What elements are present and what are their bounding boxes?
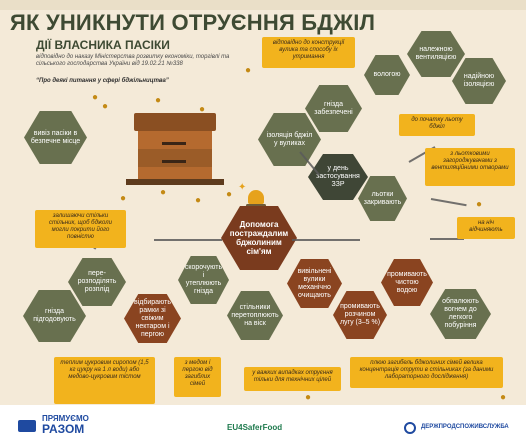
hex-isolation: ізоляція бджіл у вуликах <box>258 113 321 166</box>
note-syrup: теплим цукровим сиропом (1,5 кг цукру на… <box>54 357 155 404</box>
top-band <box>0 0 526 10</box>
note-honey: з медом і пергою від загиблих сімей <box>174 357 221 397</box>
note-text: з медом і пергою від загиблих сімей <box>182 360 213 387</box>
bee-icon: ● <box>226 189 233 200</box>
brand-razom-big: РАЗОМ <box>42 422 85 436</box>
bee-icon: ● <box>102 101 109 112</box>
note-text: плюю загибель бджолиних сімей велика кон… <box>359 360 494 380</box>
bee-icon: ● <box>120 193 127 204</box>
hex-label: гнізда забезпечені <box>314 100 353 116</box>
siren-icon <box>248 190 264 204</box>
bee-icon: ● <box>195 195 202 206</box>
page-subtitle: ДІЇ ВЛАСНИКА ПАСІКИ <box>36 38 170 52</box>
brand-derzhprodspozhyvsluzhba: ДЕРЖПРОДСПОЖИВСЛУЖБА <box>421 424 509 430</box>
note-combs: залишаючи стільки стільник, щоб бджоли м… <box>35 210 126 248</box>
hex-remove: вивіз пасіки в безпечне місце <box>24 111 87 164</box>
connector-line <box>154 239 222 241</box>
bee-icon: ● <box>500 392 507 403</box>
note-after-night: на ніч відчиняють <box>457 217 515 239</box>
hex-label: льотки закривають <box>363 190 402 206</box>
hex-burn: обпалюють вогнем до легкого побуріння <box>430 289 491 339</box>
connector-line <box>430 238 464 240</box>
connector-line <box>430 198 467 207</box>
note-technical: у важких випадках отруєння тільки для те… <box>244 367 341 391</box>
brand-razom: ПРЯМУЄМО РАЗОМ <box>42 414 89 435</box>
note-text: до початку льоту бджіл <box>411 117 463 130</box>
hex-moisture: вологою <box>364 55 410 95</box>
note-text: теплим цукровим сиропом (1,5 кг цукру на… <box>60 360 149 380</box>
gov-logo-icon <box>404 422 416 434</box>
hex-relocate: пере-розподілять розплід <box>68 258 126 306</box>
hex-day: у день застосування ЗЗР <box>308 154 368 200</box>
hex-nests: гнізда забезпечені <box>305 85 362 132</box>
note-text: у важких випадках отруєння тільки для те… <box>252 370 333 383</box>
bee-icon: ● <box>305 392 312 403</box>
hex-label: промивають чистою водою <box>387 270 427 294</box>
hex-label: у день застосування ЗЗР <box>316 165 360 188</box>
hex-label: відбирають рамки зі свіжим нектаром і пе… <box>133 298 171 338</box>
hex-label: надійною ізоляцією <box>463 73 495 88</box>
hex-label: ізоляція бджіл у вуликах <box>266 131 313 147</box>
note-text: на ніч відчиняють <box>469 220 503 233</box>
hex-frames: відбирають рамки зі свіжим нектаром і пе… <box>124 294 181 343</box>
source-title: “Про деякі питання у сфері бджільництва” <box>36 78 169 84</box>
hex-label: вологою <box>373 71 401 78</box>
note-nets: з льотковими загороджувачами з вентиляці… <box>425 148 515 186</box>
hex-remelt: стільники перетоплюють на віск <box>227 291 283 340</box>
hex-label: Допомога постраждалим бджолиним сім'ям <box>229 220 289 256</box>
note-text: відповідно до конструкції вулика та спос… <box>272 40 345 60</box>
note-text: з льотковими загороджувачами з вентиляці… <box>431 151 509 171</box>
hex-ventilation: належною вентиляцією <box>407 31 465 77</box>
hex-water: промивають чистою водою <box>381 259 433 306</box>
hex-label: вивільнені вулики механічно очищають <box>297 267 332 299</box>
page-title: ЯК УНИКНУТИ ОТРУЄННЯ БДЖІЛ <box>10 10 376 35</box>
hex-flush: промивають розчином лугу (3–5 %) <box>333 291 387 339</box>
hex-reliable: надійною ізоляцією <box>452 58 506 104</box>
bee-icon: ● <box>160 187 167 198</box>
hex-close: льотки закривають <box>358 176 407 221</box>
hex-label: промивають розчином лугу (3–5 %) <box>339 303 381 326</box>
hex-help: Допомога постраждалим бджолиним сім'ям <box>221 206 297 270</box>
hex-label: належною вентиляцією <box>415 46 457 61</box>
footer-bar <box>0 405 526 445</box>
eu-flag-icon <box>18 420 36 432</box>
bee-icon: ● <box>155 95 162 106</box>
hex-label: скорочують і утеплюють гнізда <box>184 264 223 295</box>
hex-label: гнізда підгодовують <box>33 308 76 323</box>
brand-eu4saferfood: EU4SaferFood <box>227 423 283 432</box>
source-text: відповідно до наказу Міністерства розвит… <box>36 54 230 67</box>
bee-icon: ● <box>92 92 99 103</box>
beehive-icon <box>126 113 224 185</box>
hex-label: пере-розподілять розплід <box>77 270 117 293</box>
hex-sanitize: вивільнені вулики механічно очищають <box>287 259 342 308</box>
hex-label: вивіз пасіки в безпечне місце <box>30 129 81 145</box>
siren-base-icon <box>246 204 266 207</box>
note-text: залишаючи стільки стільник, щоб бджоли м… <box>49 213 112 240</box>
hex-label: обпалюють вогнем до легкого побуріння <box>442 298 479 329</box>
note-lab: плюю загибель бджолиних сімей велика кон… <box>350 357 503 388</box>
note-construction: відповідно до конструкції вулика та спос… <box>262 37 355 68</box>
connector-line <box>292 239 360 241</box>
hex-label: стільники перетоплюють на віск <box>231 303 279 327</box>
bee-icon: ● <box>199 104 206 115</box>
brand-razom-small: ПРЯМУЄМО <box>42 414 89 423</box>
note-start-flight: до початку льоту бджіл <box>399 114 475 136</box>
siren-rays-icon: ✦ <box>238 182 247 193</box>
hex-feed: гнізда підгодовують <box>23 290 86 342</box>
bee-icon: ● <box>476 199 483 210</box>
hex-reduce: скорочують і утеплюють гнізда <box>178 256 229 304</box>
bee-icon: ● <box>245 65 252 76</box>
